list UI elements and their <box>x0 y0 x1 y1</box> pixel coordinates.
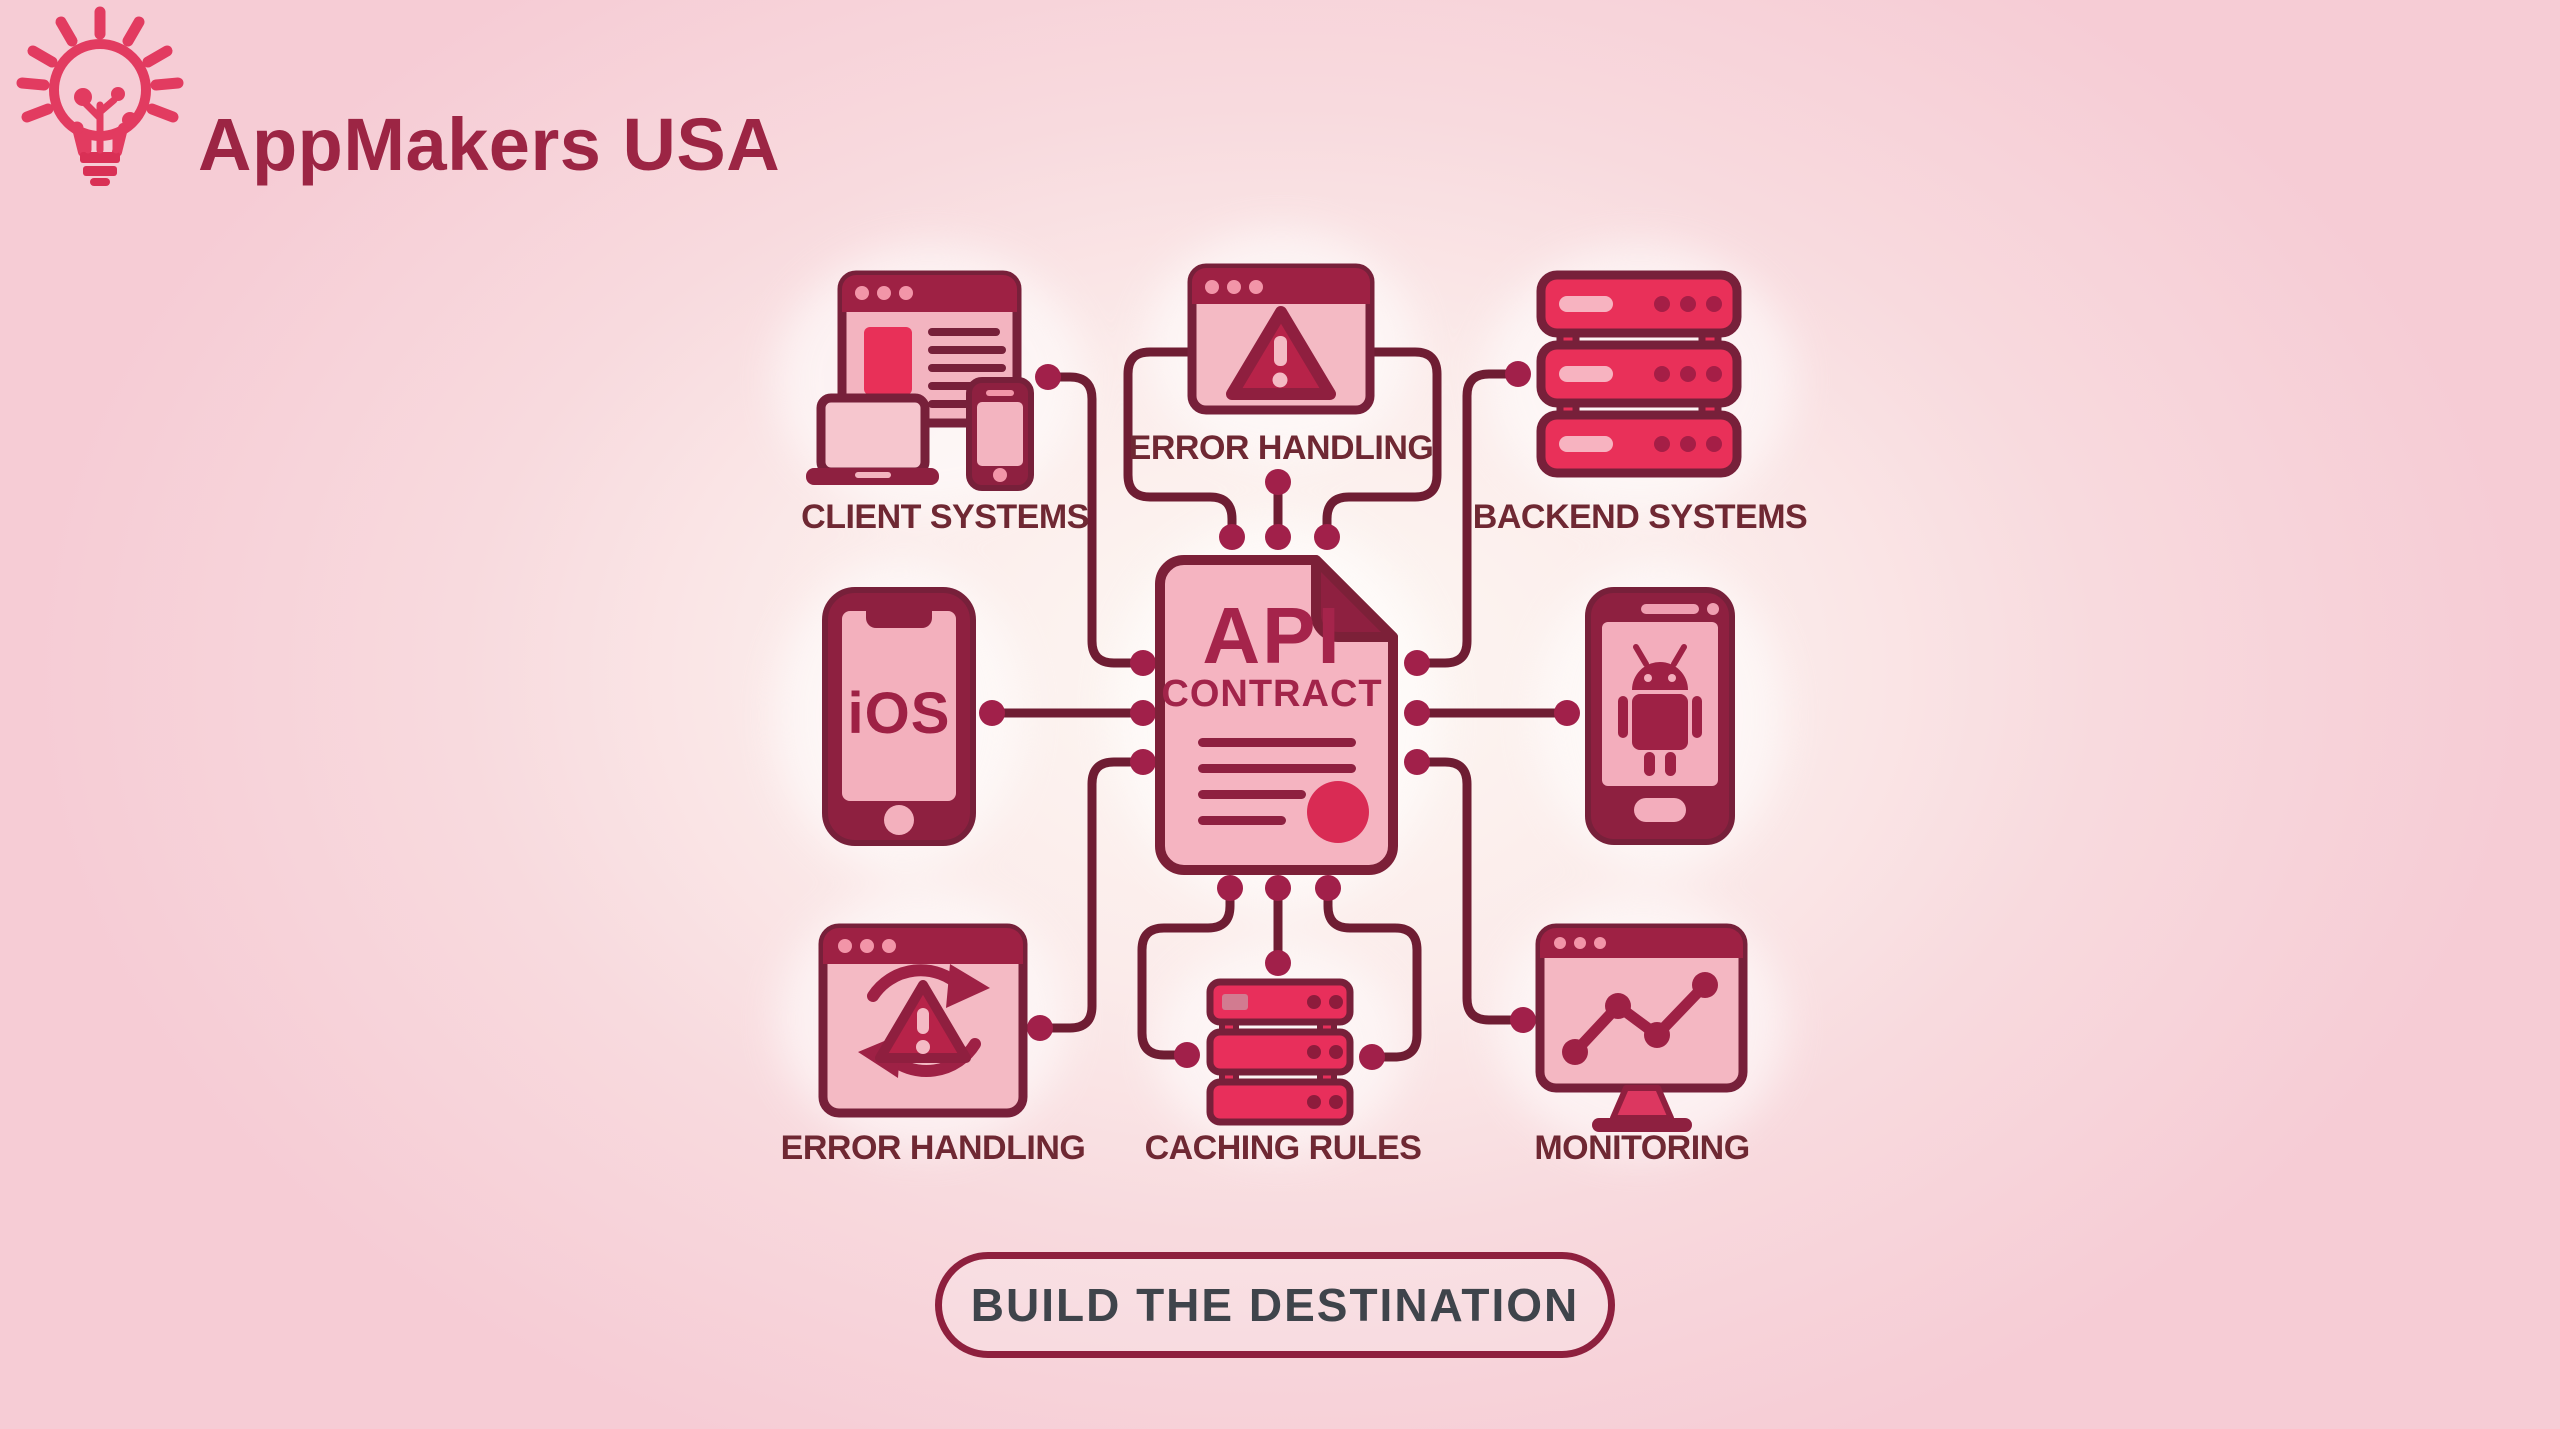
connector-api-to-backend <box>1412 369 1523 668</box>
iphone-icon <box>822 587 976 846</box>
server-stack-icon <box>1536 270 1742 478</box>
warning-window-icon <box>1187 263 1375 415</box>
contract-document-icon <box>1155 555 1398 875</box>
connector-api-to-caching-right <box>1323 883 1422 1062</box>
lightbulb-circuit-logo <box>16 6 184 186</box>
cache-server-icon <box>1206 978 1354 1126</box>
retry-warning-window-icon <box>818 923 1028 1118</box>
label-caching-rules: CACHING RULES <box>1144 1129 1422 1167</box>
logo-circuit <box>70 87 138 154</box>
build-destination-button-label: BUILD THE DESTINATION <box>970 1279 1580 1331</box>
brand-name: AppMakers USA <box>198 103 781 186</box>
connector-api-to-monitoring <box>1412 757 1528 1025</box>
seal-stamp-icon <box>1307 781 1369 843</box>
connector-error-top-bracket-right <box>1322 347 1442 542</box>
api-contract-subtitle: CONTRACT <box>1161 673 1383 715</box>
connector-api-to-caching-left <box>1137 883 1235 1060</box>
connector-error-top-bracket-left <box>1123 347 1237 542</box>
label-client-systems: CLIENT SYSTEMS <box>801 498 1089 536</box>
logo-rays <box>16 6 184 123</box>
analytics-monitor-icon <box>1535 923 1748 1132</box>
label-error-handling-bottom: ERROR HANDLING <box>780 1129 1086 1167</box>
browser-devices-icon <box>806 270 1034 491</box>
line-chart-icon <box>1562 972 1718 1065</box>
build-destination-button[interactable]: BUILD THE DESTINATION <box>935 1252 1615 1358</box>
connector-dots <box>979 361 1580 1070</box>
label-monitoring: MONITORING <box>1534 1129 1750 1167</box>
label-backend-systems: BACKEND SYSTEMS <box>1472 498 1808 536</box>
android-phone-icon <box>1585 587 1735 845</box>
label-error-handling-top: ERROR HANDLING <box>1128 429 1434 467</box>
connector-traces <box>987 347 1572 1062</box>
ios-screen-text: iOS <box>847 681 951 746</box>
connector-api-to-error-bottom <box>1035 757 1148 1033</box>
api-contract-title: API <box>1202 591 1342 680</box>
connector-client-to-api <box>1043 372 1148 668</box>
android-robot-icon <box>1618 644 1702 776</box>
